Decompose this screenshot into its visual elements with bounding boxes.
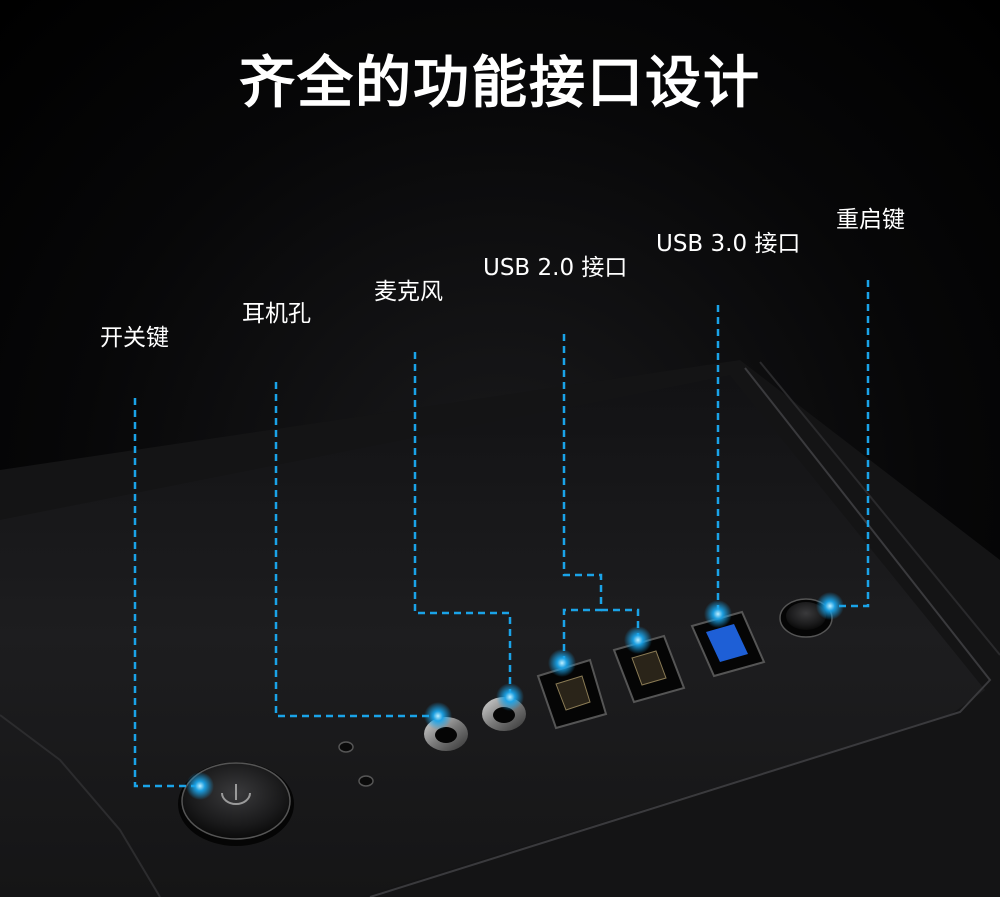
- label-reset-button: 重启键: [836, 207, 905, 233]
- page-title: 齐全的功能接口设计: [239, 51, 761, 116]
- label-usb3-port: USB 3.0 接口: [656, 231, 801, 257]
- label-mic-jack: 麦克风: [374, 279, 443, 305]
- led-indicator: [338, 741, 354, 753]
- label-power-button: 开关键: [100, 325, 169, 351]
- power-icon: [221, 784, 251, 805]
- label-usb2-port: USB 2.0 接口: [483, 255, 628, 281]
- leader-power: [133, 398, 200, 788]
- led-indicator: [358, 775, 374, 787]
- usb2-port-left: [536, 658, 608, 730]
- leader-headphone: [274, 382, 438, 718]
- highlight-dots: [186, 592, 844, 800]
- usb2-port-right: [612, 634, 686, 704]
- label-headphone-jack: 耳机孔: [242, 301, 311, 327]
- leader-mic: [413, 352, 512, 697]
